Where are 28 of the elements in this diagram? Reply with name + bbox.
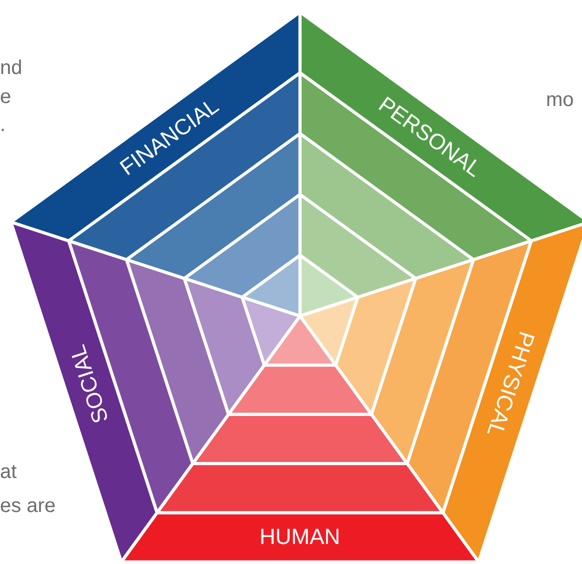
sector-band bbox=[71, 243, 192, 510]
sector-band bbox=[302, 300, 356, 362]
sector-band bbox=[302, 258, 354, 314]
sector-band bbox=[186, 280, 262, 411]
sector-label: HUMAN bbox=[260, 526, 340, 548]
sector-band bbox=[232, 366, 368, 413]
text-fragment: . bbox=[0, 115, 6, 135]
sector-band bbox=[129, 262, 227, 460]
sector-band bbox=[373, 262, 471, 460]
sector-outer-band bbox=[302, 15, 582, 240]
sector-outer-band bbox=[444, 224, 582, 558]
sector-label: SOCIAL bbox=[66, 342, 112, 426]
sector-band bbox=[338, 280, 414, 411]
sector-band bbox=[188, 198, 298, 296]
sector-band bbox=[302, 198, 412, 296]
sector-band bbox=[196, 416, 404, 462]
text-fragment: es are bbox=[0, 496, 56, 516]
text-fragment: mo bbox=[546, 90, 574, 110]
sector-band bbox=[72, 76, 298, 258]
sector-band bbox=[244, 300, 298, 362]
text-fragment: at bbox=[0, 462, 17, 482]
sector-band bbox=[267, 318, 333, 364]
sector-band bbox=[160, 465, 440, 512]
sector-band bbox=[302, 76, 528, 258]
text-fragment: e bbox=[0, 87, 12, 107]
sector-outer-band bbox=[124, 514, 476, 560]
sector-band bbox=[246, 258, 298, 314]
text-fragment: nd bbox=[0, 58, 22, 78]
